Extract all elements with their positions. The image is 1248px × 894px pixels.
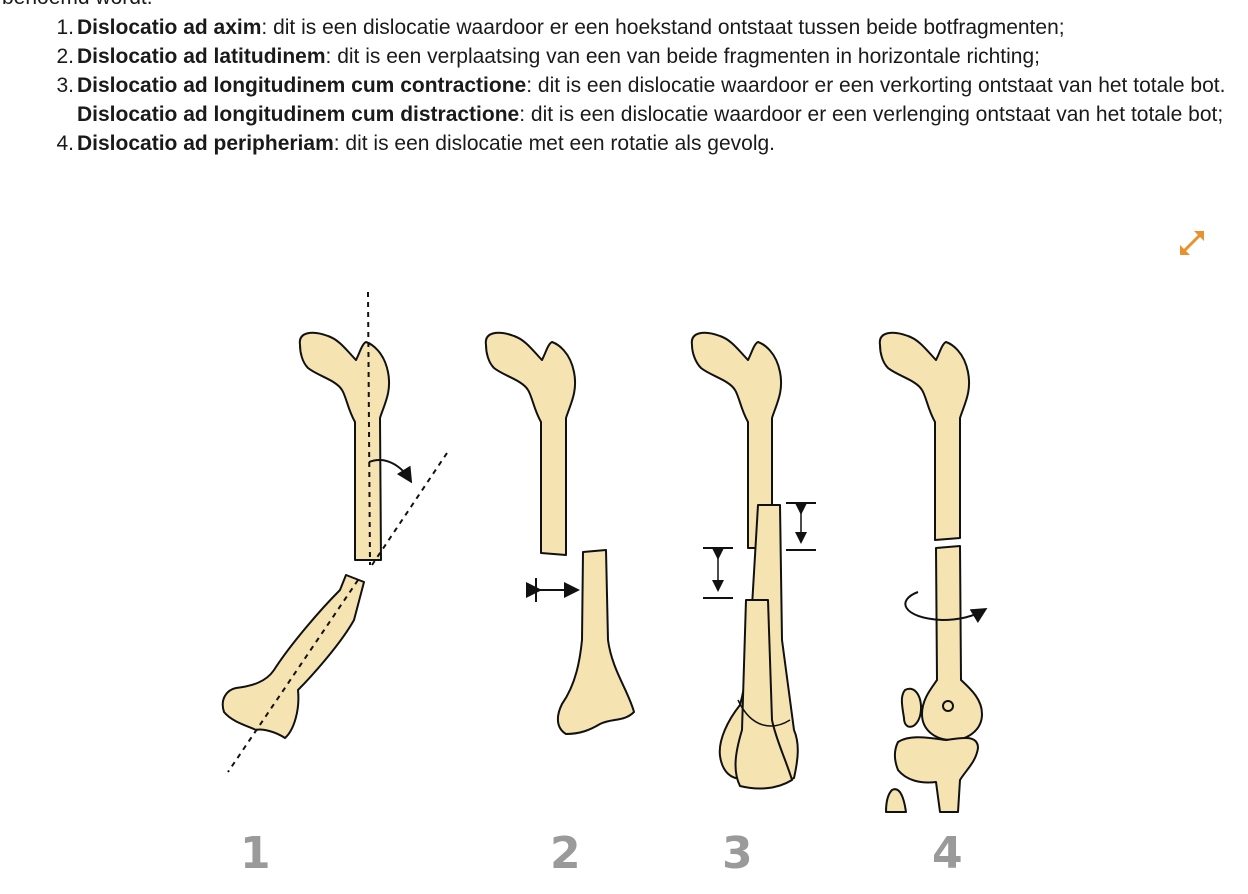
description: : dit is een dislocatie waardoor er een … [519,103,1224,126]
axis-line [371,452,448,566]
term: Dislocatio ad axim [77,16,262,39]
figure-label: 4 [932,828,963,879]
list-number: 1. [56,16,74,39]
list-item: 1.Dislocatio ad axim: dit is een disloca… [56,13,1237,42]
contour-line [737,699,791,727]
list-number: 3. [56,74,74,97]
description: : dit is een dislocatie waardoor er een … [261,16,1065,39]
description: : dit is een verplaatsing van een van be… [325,45,1040,68]
expand-image-button[interactable] [1177,228,1207,258]
bone-ad-axim [221,331,390,739]
figure-label: 2 [550,828,581,879]
list-number: 4. [56,132,74,155]
dislocation-figure: 1 2 3 4 [200,280,1020,880]
bone-ad-latitudinem [484,331,635,735]
list-item: 3.Dislocatio ad longitudinem cum contrac… [56,71,1237,129]
term: Dislocatio ad longitudinem cum distracti… [77,103,520,126]
rotation-arrow [904,591,988,624]
term: Dislocatio ad peripheriam [77,132,334,155]
dislocation-list: 1.Dislocatio ad axim: dit is een disloca… [56,13,1237,158]
list-number: 2. [56,45,74,68]
axis-line [227,579,359,773]
list-item: 2.Dislocatio ad latitudinem: dit is een … [56,42,1237,71]
term: Dislocatio ad latitudinem [77,45,326,68]
bone-ad-peripheriam [878,331,983,813]
rotation-arrow [368,459,413,484]
dislocation-diagram: 1 2 3 4 [221,291,988,879]
list-item: 4.Dislocatio ad peripheriam: dit is een … [56,129,1237,158]
figure-label: 1 [240,828,271,879]
bone-ad-longitudinem [690,331,799,790]
figure-label: 3 [722,828,753,879]
description: : dit is een dislocatie met een rotatie … [333,132,775,155]
description: : dit is een dislocatie waardoor er een … [526,74,1226,97]
term: Dislocatio ad longitudinem cum contracti… [77,74,527,97]
patella-marker [942,700,954,712]
intro-fragment: benoemd wordt. [2,0,153,9]
expand-diagonal-arrows-icon [1180,231,1204,255]
